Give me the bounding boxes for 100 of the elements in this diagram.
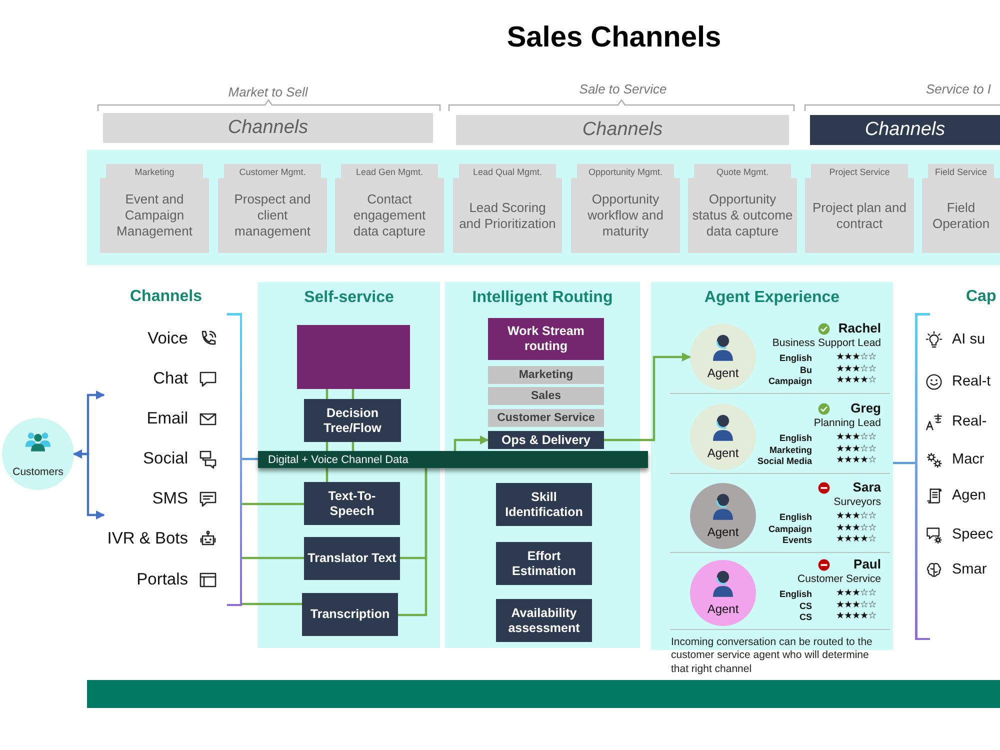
skill-label: English: [779, 352, 812, 364]
list-heading: Channels: [130, 288, 202, 306]
avatar-label: Agent: [707, 603, 739, 617]
arrow: [454, 436, 489, 451]
list-item: Voice: [148, 330, 188, 348]
list-item: Smar: [952, 562, 987, 578]
connector-line: [242, 602, 302, 606]
tab-label: Marketing: [134, 166, 174, 177]
title: Sales Channels: [506, 21, 722, 55]
tab-label: Opportunity Mgmt.: [588, 166, 663, 177]
tab-label: Quote Mgmt.: [716, 166, 769, 177]
tab-label: Project Service: [829, 166, 890, 177]
agent-name: Greg: [850, 402, 881, 416]
card: [100, 164, 209, 253]
agent-name: Paul: [854, 558, 881, 572]
skill-label: English: [779, 512, 812, 522]
arrow: [604, 352, 691, 442]
list-item: Real-: [952, 414, 987, 430]
agent-role: Customer Service: [798, 572, 881, 586]
connector-line: [893, 462, 915, 464]
header-bar: Channels: [810, 115, 1000, 145]
list-item: Macr: [952, 452, 984, 468]
avatar-label: Agent: [707, 367, 739, 381]
list-item: Social: [143, 450, 188, 468]
list-item: IVR & Bots: [107, 530, 188, 548]
avatar-label: Agent: [707, 526, 739, 540]
card-text: Opportunity status & outcome data capture: [692, 191, 793, 240]
tab-label: Lead Gen Mgmt.: [356, 166, 424, 177]
phase-label: Service to I: [926, 82, 992, 98]
agent-name: Rachel: [838, 322, 881, 336]
process-box: Availability assessment: [496, 599, 592, 642]
star-rating: ★★★☆☆: [836, 444, 876, 455]
panel: [651, 282, 893, 650]
card: [218, 164, 327, 253]
card-text: Contact engagement data capture: [352, 191, 427, 240]
star-rating: ★★★☆☆: [836, 523, 876, 534]
list-item: Real-t: [952, 374, 991, 390]
agent-name: Sara: [852, 480, 881, 496]
circle-label: Customers: [12, 466, 64, 478]
card-text: Prospect and client management: [233, 191, 312, 240]
panel: [445, 282, 640, 648]
list-item: Email: [146, 410, 188, 428]
skill-label: English: [779, 588, 812, 600]
list-item: Agen: [952, 488, 986, 504]
phase-label: Sale to Service: [579, 82, 667, 98]
skill-label: Campaign: [768, 523, 812, 534]
card-text: Opportunity workflow and maturity: [586, 191, 664, 240]
process-box: Text-To-Speech: [304, 482, 400, 525]
header-bar: Channels: [456, 115, 789, 145]
card-text: Event and Campaign Management: [116, 191, 194, 240]
stream-bar: Sales: [488, 387, 604, 405]
skill-label: Campaign: [768, 376, 812, 386]
star-rating: ★★★★☆: [836, 376, 876, 386]
panel-heading: Self-service: [304, 288, 394, 308]
skill-label: Events: [782, 534, 812, 546]
process-box: Effort Estimation: [496, 542, 592, 585]
list-item: Speec: [952, 526, 994, 544]
card: [571, 164, 680, 253]
star-rating: ★★★☆☆: [836, 600, 876, 611]
card: [688, 164, 797, 253]
card: [335, 164, 444, 253]
skill-label: CS: [799, 600, 812, 611]
avatar-label: Agent: [707, 447, 739, 461]
list-heading: Cap: [966, 288, 996, 306]
card-text: Field Operation: [931, 199, 991, 232]
star-rating: ★★★★☆: [836, 612, 876, 622]
list-item: SMS: [152, 490, 188, 508]
process-box: Decision Tree/Flow: [304, 399, 401, 442]
note-text: Incoming conversation can be routed to the customer service agent who will determine that right channel: [671, 636, 874, 676]
card-text: Lead Scoring and Prioritization: [458, 199, 557, 232]
agent-role: Planning Lead: [814, 416, 881, 430]
connector-line: [242, 458, 258, 460]
connector-line: [326, 389, 328, 399]
star-rating: ★★★☆☆: [836, 364, 876, 375]
tab-label: Customer Mgmt.: [239, 166, 306, 177]
process-box: Work Stream routing: [488, 318, 604, 360]
connector-line: [352, 389, 354, 399]
list-item: AI su: [952, 332, 986, 348]
skill-label: Social Media: [757, 456, 812, 466]
card: [453, 164, 562, 253]
phase-label: Market to Sell: [228, 86, 308, 100]
connector-line: [326, 468, 328, 482]
panel-heading: Agent Experience: [704, 288, 840, 308]
tab-label: Lead Qual Mgmt.: [472, 166, 542, 177]
connector-line: [326, 442, 328, 451]
panel-heading: Intelligent Routing: [472, 288, 613, 308]
skill-label: English: [779, 432, 812, 444]
card: [805, 164, 914, 253]
star-rating: ★★★★☆: [836, 534, 876, 546]
star-rating: ★★★☆☆: [836, 512, 876, 522]
star-rating: ★★★☆☆: [836, 432, 876, 444]
card: [922, 164, 1000, 253]
arrow: [73, 450, 105, 520]
star-rating: ★★★★☆: [836, 456, 876, 466]
connector-line: [398, 468, 428, 616]
connector-line: [242, 502, 304, 506]
header-bar: Channels: [103, 113, 433, 143]
star-rating: ★★★☆☆: [836, 588, 876, 600]
data-bar: Digital + Voice Channel Data: [258, 451, 648, 468]
skill-label: Marketing: [769, 444, 812, 455]
